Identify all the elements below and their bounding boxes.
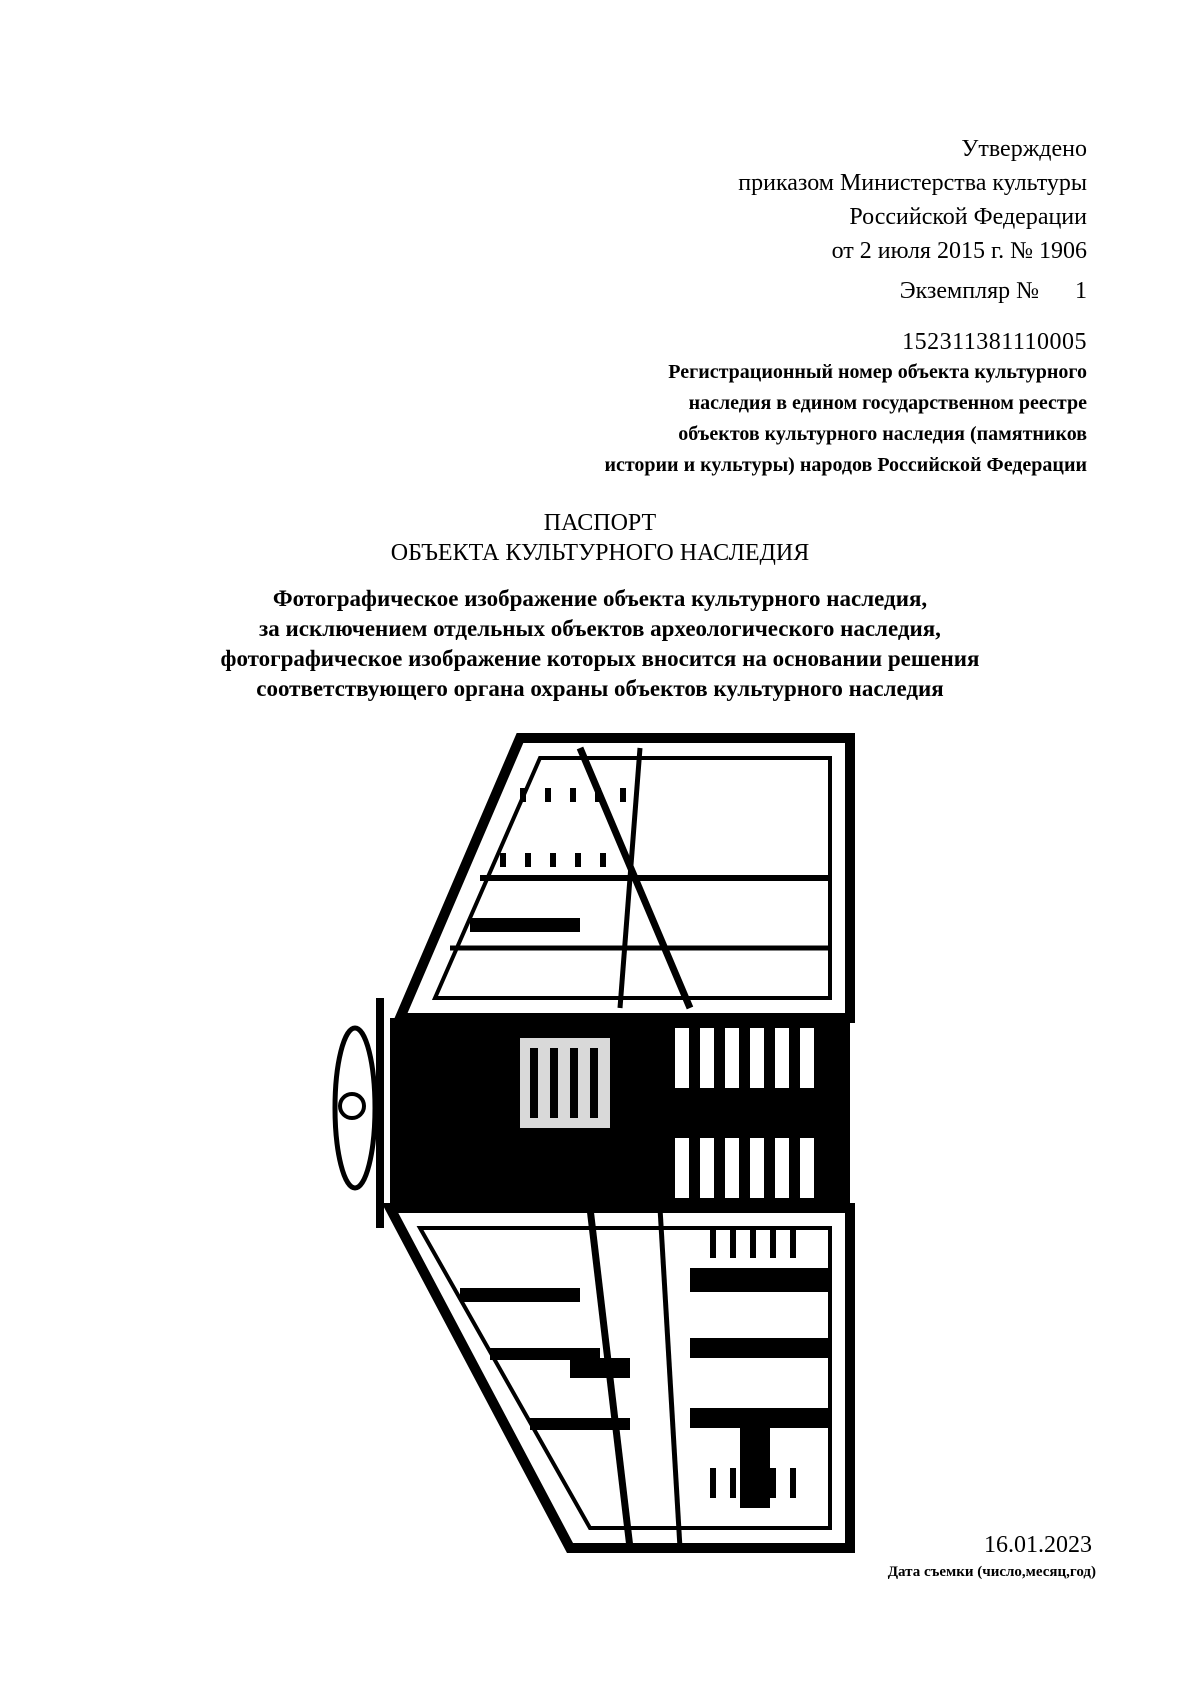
registration-number: 152311381110005 bbox=[902, 329, 1087, 355]
approval-line: приказом Министерства культуры bbox=[738, 170, 1087, 196]
shooting-date: 16.01.2023 bbox=[984, 1532, 1092, 1558]
photo-description: Фотографическое изображение объекта куль… bbox=[0, 584, 1200, 704]
approval-line: Российской Федерации bbox=[849, 204, 1087, 230]
shooting-date-caption: Дата съемки (число,месяц,год) bbox=[887, 1564, 1096, 1580]
approval-line: от 2 июля 2015 г. № 1906 bbox=[831, 238, 1087, 264]
approval-line: Утверждено bbox=[961, 136, 1087, 162]
title-line: ОБЪЕКТА КУЛЬТУРНОГО НАСЛЕДИЯ bbox=[390, 540, 810, 566]
registration-description-line: объектов культурного наследия (памятнико… bbox=[678, 423, 1087, 445]
description-line: Фотографическое изображение объекта куль… bbox=[272, 586, 928, 611]
description-line: за исключением отдельных объектов археол… bbox=[259, 616, 941, 641]
description-line: соответствующего органа охраны объектов … bbox=[256, 676, 944, 701]
page-title: ПАСПОРТ ОБЪЕКТА КУЛЬТУРНОГО НАСЛЕДИЯ bbox=[0, 508, 1200, 568]
copy-number-value: 1 bbox=[1075, 278, 1087, 304]
copy-label: Экземпляр № bbox=[899, 278, 1039, 304]
approval-block: Утверждено приказом Министерства культур… bbox=[738, 132, 1087, 268]
registration-description-line: наследия в едином государственном реестр… bbox=[688, 392, 1087, 414]
registration-description: Регистрационный номер объекта культурног… bbox=[604, 357, 1087, 481]
registration-description-line: истории и культуры) народов Российской Ф… bbox=[604, 454, 1087, 476]
copy-number: Экземпляр № 1 bbox=[900, 276, 1087, 306]
building-photo bbox=[330, 728, 856, 1570]
building-photo-image bbox=[330, 728, 856, 1570]
description-line: фотографическое изображение которых внос… bbox=[220, 646, 980, 671]
registration-description-line: Регистрационный номер объекта культурног… bbox=[668, 361, 1087, 383]
title-line: ПАСПОРТ bbox=[543, 510, 657, 536]
